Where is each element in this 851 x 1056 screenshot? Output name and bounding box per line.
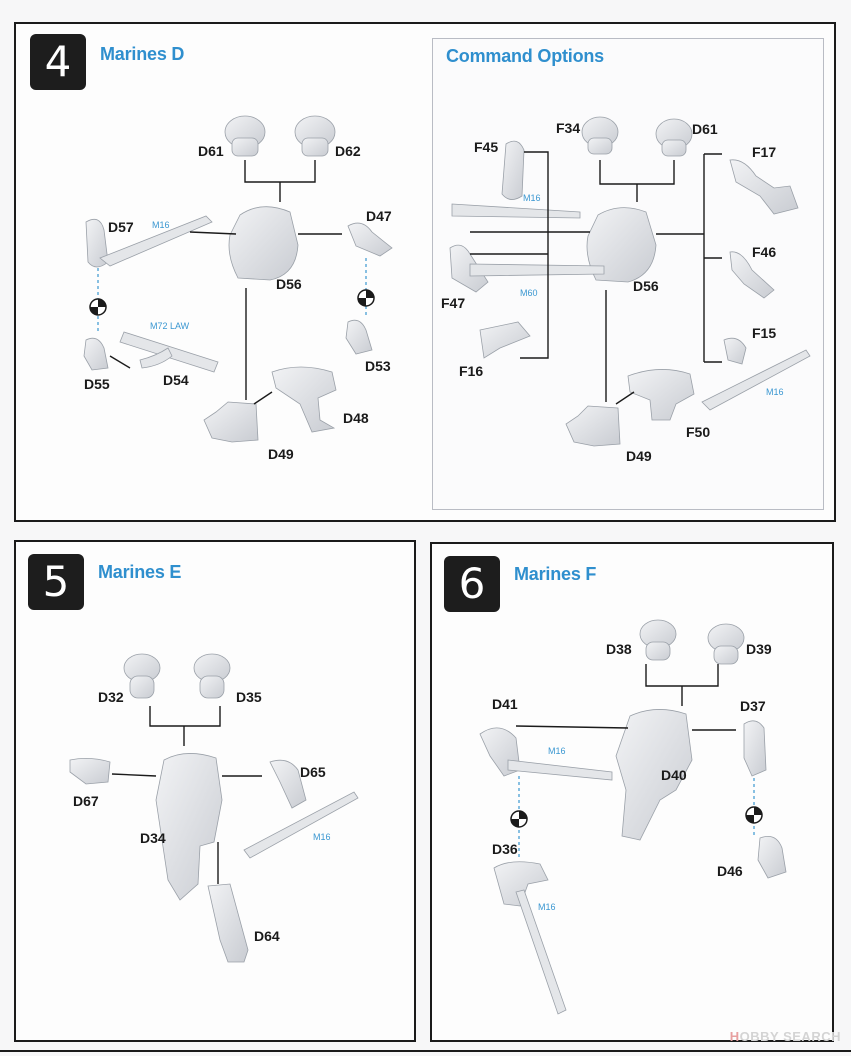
step-6-title: Marines F (514, 564, 597, 584)
legs-d49 (203, 401, 259, 443)
leg-d64 (207, 883, 249, 963)
arm-f16 (479, 321, 531, 359)
rifle-m16-d57 (99, 215, 213, 267)
head-d32 (123, 653, 161, 699)
label-d38: D38 (606, 641, 632, 657)
label-d65: D65 (300, 764, 326, 780)
label-f45: F45 (474, 139, 499, 155)
helmet-d61 (224, 115, 266, 157)
alignment-mark-d47-d53 (357, 289, 375, 307)
label-d46: D46 (717, 863, 743, 879)
label-d32: D32 (98, 689, 124, 705)
label-d34: D34 (140, 830, 166, 846)
label-d61: D61 (198, 143, 224, 159)
watermark-h: H (729, 1029, 740, 1044)
weapon-label-m16-d65: M16 (313, 832, 331, 842)
alignment-mark-d37-d46 (745, 806, 763, 824)
legs-d49-cmd (565, 405, 621, 447)
weapon-label-m60: M60 (520, 288, 538, 298)
arm-f45 (501, 140, 525, 200)
label-f34: F34 (556, 120, 581, 136)
label-d64: D64 (254, 928, 280, 944)
watermark-rest: OBBY SEARCH (739, 1029, 841, 1044)
label-d48: D48 (343, 410, 369, 426)
label-d67: D67 (73, 793, 99, 809)
command-options-title: Command Options (446, 46, 604, 66)
head-d38 (639, 619, 677, 661)
weapon-label-m16: M16 (152, 220, 170, 230)
torso-d56 (228, 206, 299, 281)
bottom-divider (0, 1050, 851, 1052)
label-d47: D47 (366, 208, 392, 224)
rifle-m16-f15 (701, 349, 811, 411)
label-d49-cmd: D49 (626, 448, 652, 464)
step-6-number: 6 (444, 556, 500, 612)
hand-d47 (347, 222, 393, 257)
label-d62: D62 (335, 143, 361, 159)
watermark: HOBBY SEARCH (730, 1029, 841, 1044)
label-d41: D41 (492, 696, 518, 712)
hand-d53 (345, 319, 373, 355)
label-d39: D39 (746, 641, 772, 657)
legs-d48 (271, 366, 337, 433)
label-f47: F47 (441, 295, 466, 311)
torso-d56-cmd (586, 207, 657, 283)
arm-f47 (449, 244, 489, 293)
alignment-mark-d41-d36 (510, 810, 528, 828)
weapon-label-m16-f15: M16 (766, 387, 784, 397)
launcher-d54 (119, 331, 219, 373)
head-d39 (707, 623, 745, 665)
step-4-number: 4 (30, 34, 86, 90)
weapon-label-m72-law: M72 LAW (150, 321, 190, 331)
hand-d46 (757, 835, 787, 879)
label-d53: D53 (365, 358, 391, 374)
rifle-m16-f45 (451, 203, 581, 219)
weapon-label-m16-d36: M16 (538, 902, 556, 912)
helmet-d61-cmd (655, 118, 693, 157)
torso-d34 (155, 753, 223, 901)
label-f50: F50 (686, 424, 711, 440)
label-d61-cmd: D61 (692, 121, 718, 137)
alignment-mark-d57-d55 (89, 298, 107, 316)
step-4-title: Marines D (100, 44, 185, 64)
label-f17: F17 (752, 144, 777, 160)
label-f16: F16 (459, 363, 484, 379)
label-d55: D55 (84, 376, 110, 392)
legs-f50 (627, 369, 695, 421)
arm-d67 (69, 758, 111, 785)
body-d40 (615, 709, 693, 841)
label-f15: F15 (752, 325, 777, 341)
rifle-m16-d41 (507, 759, 613, 781)
helmet-d62 (294, 115, 336, 157)
label-d37: D37 (740, 698, 766, 714)
hand-d55 (83, 337, 109, 371)
hand-f15 (723, 337, 747, 365)
label-d35: D35 (236, 689, 262, 705)
label-f46: F46 (752, 244, 777, 260)
mg-m60-f47 (469, 263, 605, 277)
arm-f46 (729, 251, 775, 299)
label-d36: D36 (492, 841, 518, 857)
step-5-title: Marines E (98, 562, 182, 582)
step-5-number: 5 (28, 554, 84, 610)
label-d40: D40 (661, 767, 687, 783)
label-d54: D54 (163, 372, 189, 388)
arm-f17 (729, 159, 799, 215)
helmet-f34 (581, 116, 619, 155)
weapon-label-m16-f45: M16 (523, 193, 541, 203)
arm-d65 (269, 759, 307, 809)
rifle-m16-d36 (515, 889, 567, 1015)
rifle-m16-d65 (243, 791, 359, 859)
label-d57: D57 (108, 219, 134, 235)
label-d56: D56 (276, 276, 302, 292)
label-d56-cmd: D56 (633, 278, 659, 294)
head-d35 (193, 653, 231, 699)
label-d49: D49 (268, 446, 294, 462)
hand-d37 (743, 720, 767, 777)
weapon-label-m16-d41: M16 (548, 746, 566, 756)
